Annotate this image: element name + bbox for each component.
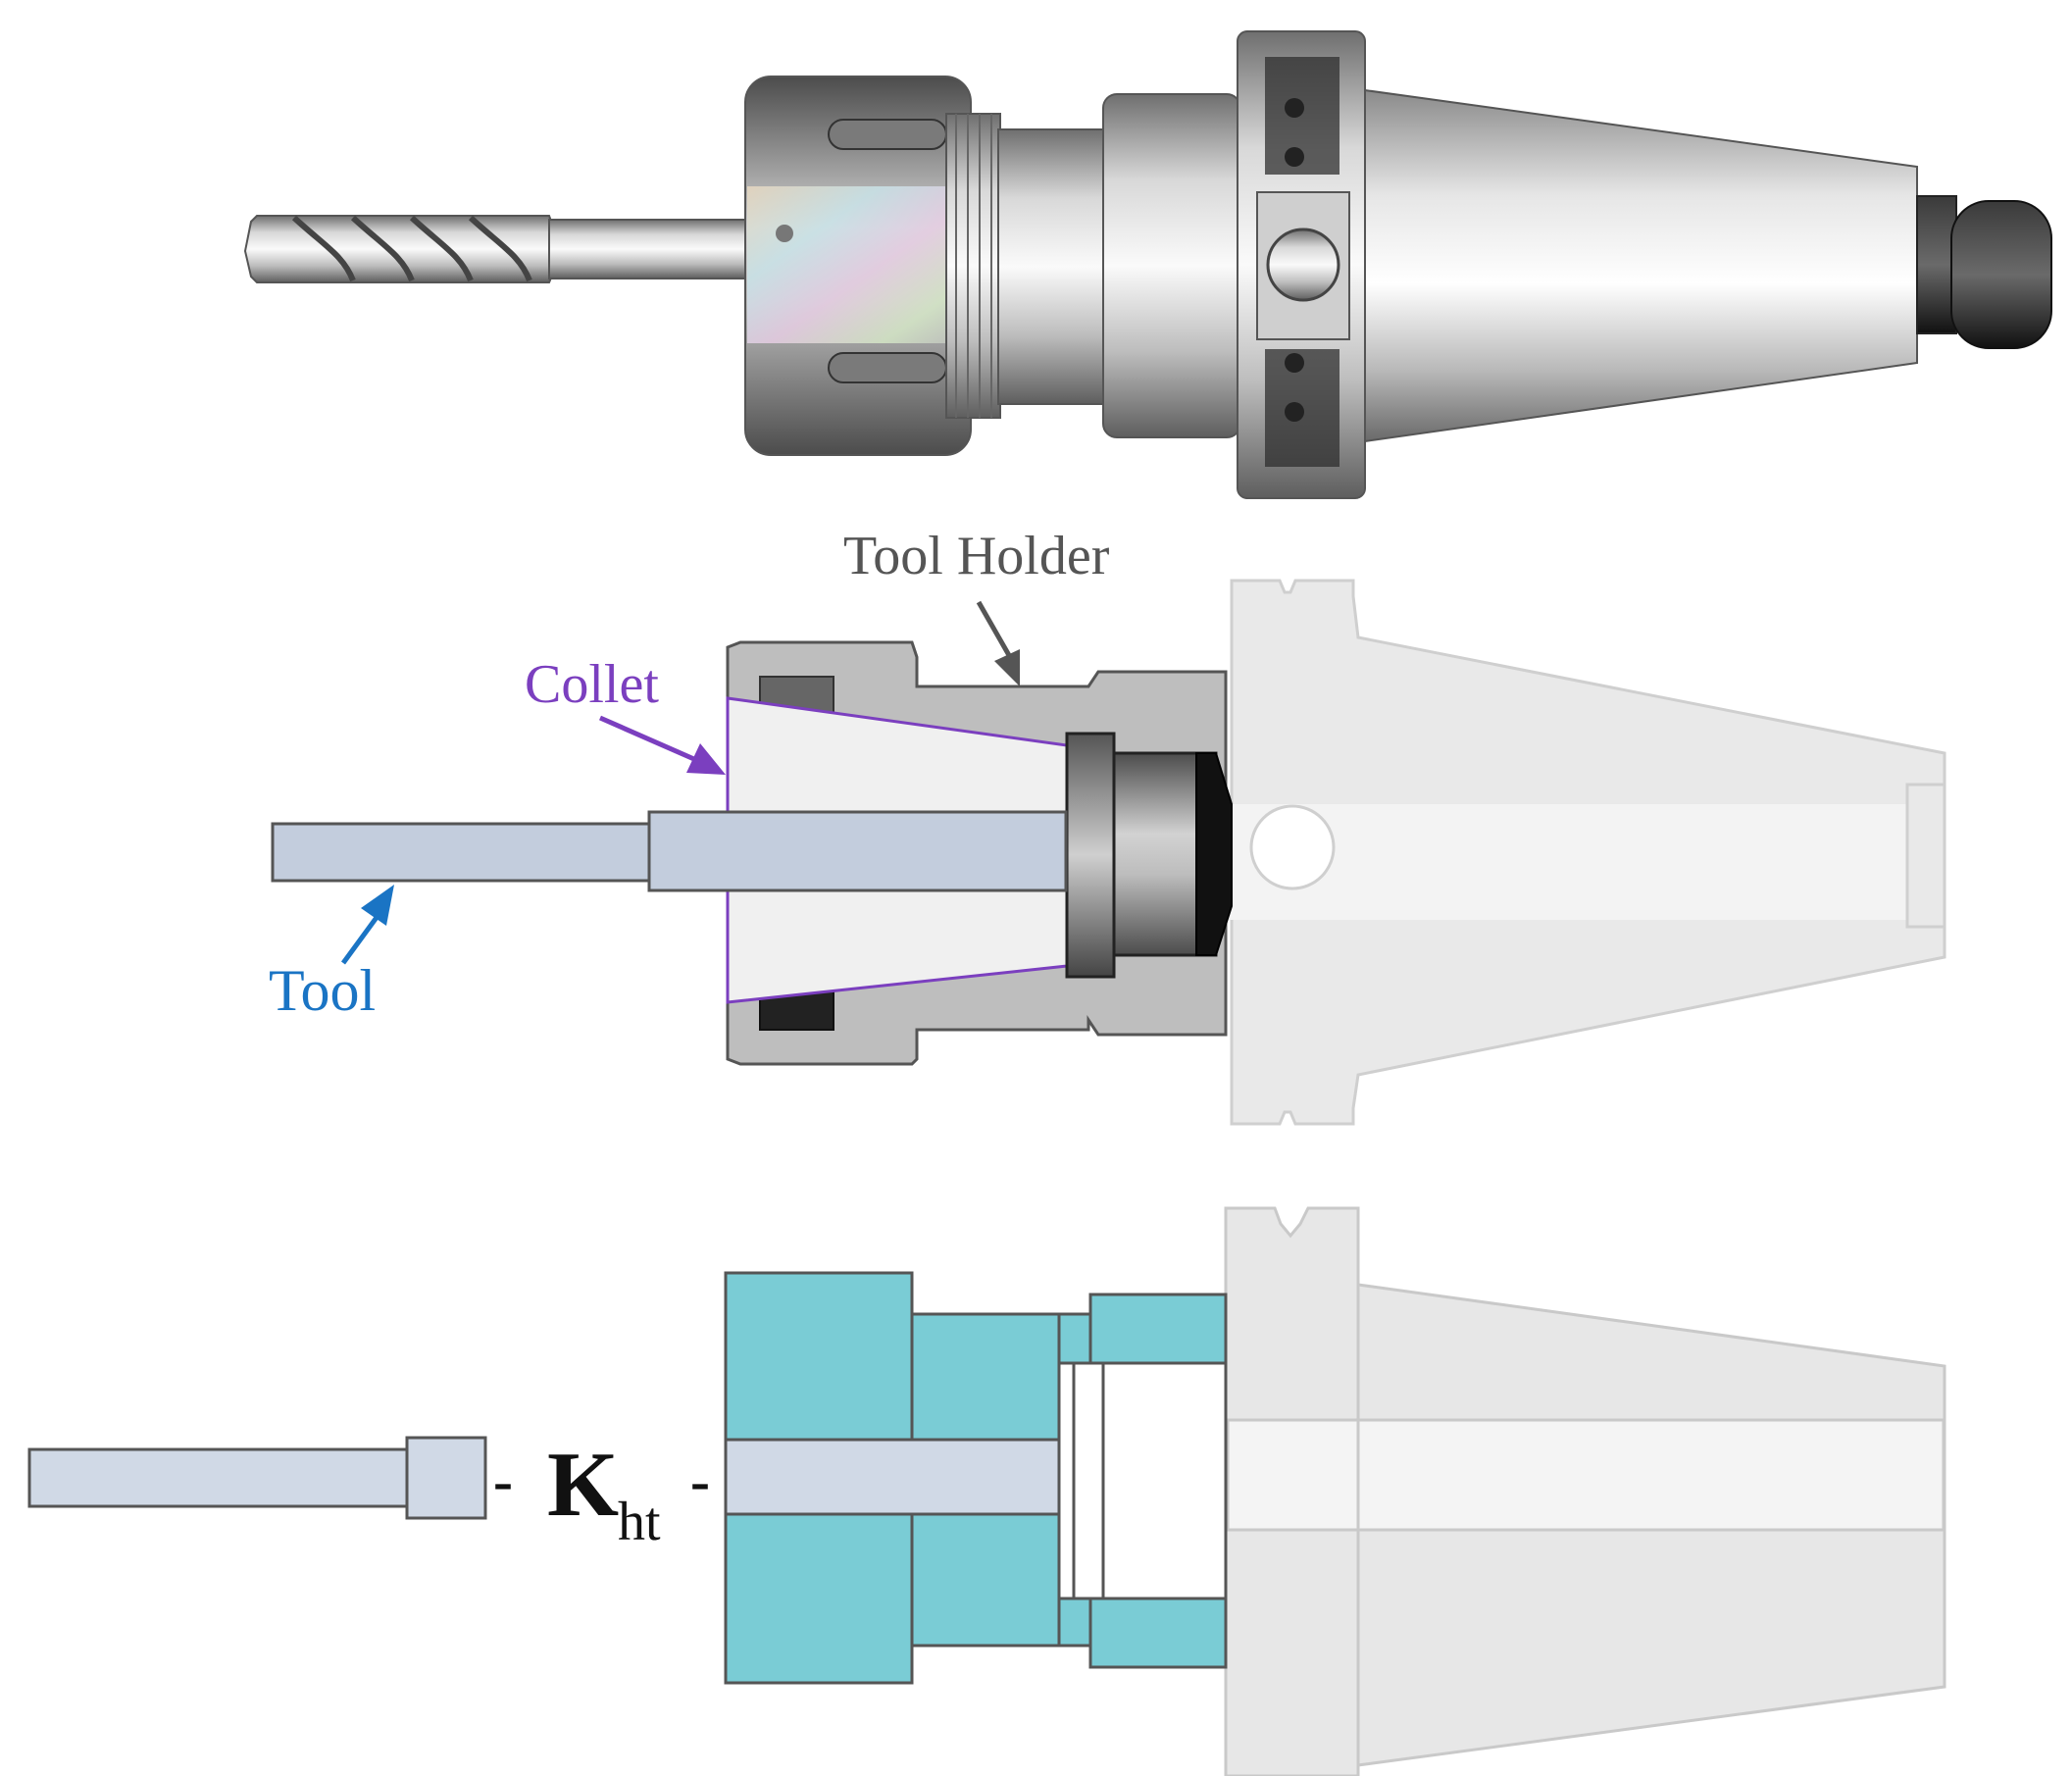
taper-shank-section bbox=[1230, 579, 1946, 1126]
holder-neck bbox=[997, 128, 1107, 405]
taper-shank-model bbox=[1224, 1206, 1946, 1776]
holder-thread bbox=[945, 113, 1001, 419]
stop-screw-section bbox=[1065, 732, 1233, 979]
kht-main-symbol: K bbox=[547, 1434, 619, 1536]
model-drawing: - K ht - bbox=[27, 1206, 1946, 1776]
tool-label: Tool bbox=[269, 958, 376, 1023]
holder-body bbox=[1102, 93, 1241, 438]
collet-nut bbox=[744, 76, 972, 456]
retention-knob-neck bbox=[1916, 195, 1957, 334]
collet-label: Collet bbox=[525, 654, 659, 715]
retention-knob bbox=[1950, 200, 2052, 349]
tool-inside-holder-model bbox=[724, 1438, 1061, 1516]
end-mill-cutter bbox=[243, 215, 746, 283]
collet-arrow-icon bbox=[598, 715, 726, 775]
tool-holder-label: Tool Holder bbox=[843, 526, 1110, 586]
end-mill-in-bt-holder-photo bbox=[243, 30, 2052, 499]
tool-arrow-icon bbox=[340, 885, 394, 965]
kht-subscript: ht bbox=[618, 1492, 661, 1552]
holder-taper-cone bbox=[1364, 88, 1918, 443]
tool-model bbox=[27, 1436, 487, 1520]
tool-holder-arrow-icon bbox=[976, 600, 1020, 686]
dash-left: - bbox=[493, 1448, 513, 1513]
tool-section bbox=[271, 810, 1068, 892]
section-drawing: Tool Holder Collet Tool bbox=[269, 526, 1946, 1126]
holder-flange bbox=[1237, 30, 1366, 499]
dash-right: - bbox=[690, 1448, 710, 1513]
kht-label: - K ht - bbox=[493, 1434, 710, 1552]
